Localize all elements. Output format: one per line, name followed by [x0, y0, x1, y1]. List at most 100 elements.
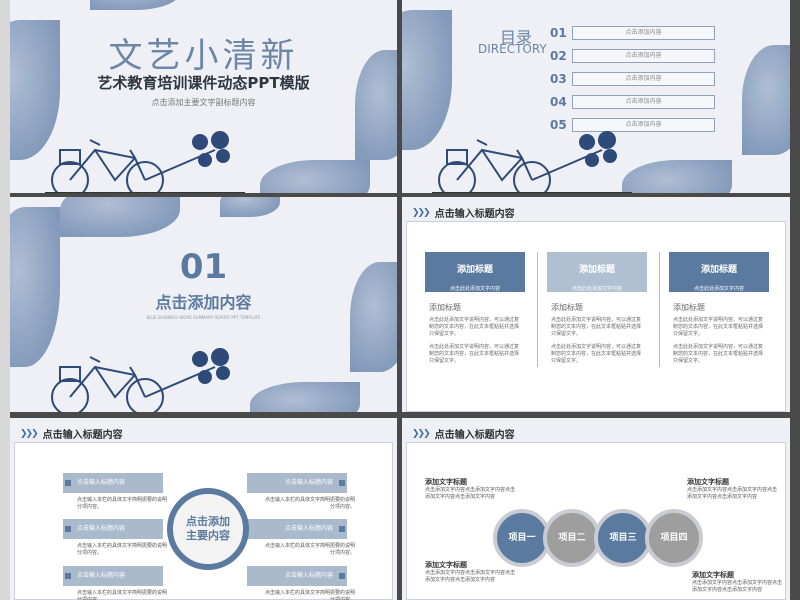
column-text: 点击此处添加文字说明内容，可以通过复制您的文本内容，在此文本框粘贴并选择只保留文… [429, 317, 520, 337]
toc-text: 点击添加内容 [572, 95, 715, 109]
toc-number: 02 [550, 49, 567, 63]
block-title: 添加文字标题 [425, 478, 467, 486]
leaf-decoration [220, 197, 280, 217]
card-subtitle: 点击此处添加文字内容 [693, 286, 744, 292]
leaf-decoration [742, 45, 790, 155]
block-title: 添加文字标题 [692, 571, 734, 579]
bar-label: 点击输入标题内容 [284, 479, 333, 486]
item-bar: 点击输入标题内容 [247, 519, 347, 539]
item-circle: 项目二 [543, 509, 601, 567]
bar-description: 点击输入本栏的具体文字简明扼要的说明分项内容。 [77, 497, 168, 510]
content-panel: 添加标题点击此处添加文字内容添加标题点击此处添加文字说明内容，可以通过复制您的文… [406, 221, 786, 412]
leaf-decoration [10, 207, 60, 367]
content-panel: 点击输入标题内容 点击输入本栏的具体文字简明扼要的说明分项内容。 点击输入标题内… [14, 442, 393, 600]
text-block: 添加文字标题点击添加文字内容点击添加文字内容点击添加文字内容点击添加文字内容 [425, 477, 515, 500]
toc-text: 点击添加内容 [572, 26, 715, 40]
slide-thumbnail-5[interactable]: ❯❯❯点击输入标题内容 点击输入标题内容 点击输入本栏的具体文字简明扼要的说明分… [10, 418, 397, 600]
slide-thumbnail-3[interactable]: 01 点击添加内容 BLUE BUSINESS WORK SUMMARY REP… [10, 197, 397, 412]
square-marker [339, 573, 345, 579]
item-bar: 点击输入标题内容 [63, 473, 163, 493]
slide-header: ❯❯❯点击输入标题内容 [412, 205, 515, 221]
block-title: 添加文字标题 [425, 561, 467, 569]
square-marker [65, 526, 71, 532]
leaf-decoration [622, 160, 732, 193]
square-marker [339, 480, 345, 486]
item-circle: 项目三 [594, 509, 652, 567]
leaf-decoration [60, 197, 180, 237]
bar-label: 点击输入标题内容 [77, 572, 126, 579]
card-title: 添加标题 [578, 265, 615, 275]
toc-item[interactable]: 03 点击添加内容 [550, 72, 715, 86]
leaf-decoration [355, 50, 397, 160]
column-text: 点击此处添加文字说明内容，可以通过复制您的文本内容，在此文本框粘贴并选择只保留文… [673, 317, 764, 337]
slide-header: ❯❯❯点击输入标题内容 [20, 426, 123, 442]
square-marker [339, 526, 345, 532]
bar-label: 点击输入标题内容 [77, 525, 126, 532]
column-title: 添加标题 [673, 303, 705, 312]
bar-description: 点击输入本栏的具体文字简明扼要的说明分项内容。 [265, 543, 356, 556]
card-subtitle: 点击此处添加文字内容 [571, 286, 622, 292]
bicycle-illustration [51, 348, 230, 412]
block-text: 点击添加文字内容点击添加文字内容点击添加文字内容点击添加文字内容 [692, 580, 783, 593]
header-text: 点击输入标题内容 [434, 430, 515, 441]
text-block: 添加文字标题点击添加文字内容点击添加文字内容点击添加文字内容点击添加文字内容 [692, 570, 782, 593]
square-marker [65, 480, 71, 486]
item-bar: 点击输入标题内容 [247, 473, 347, 493]
leaf-decoration [250, 382, 360, 412]
header-text: 点击输入标题内容 [434, 209, 515, 220]
bar-description: 点击输入本栏的具体文字简明扼要的说明分项内容。 [77, 543, 168, 556]
bar-description: 点击输入本栏的具体文字简明扼要的说明分项内容。 [265, 497, 356, 510]
toc-number: 05 [550, 118, 567, 132]
slide-thumbnail-1[interactable]: 文艺小清新 艺术教育培训课件动态PPT模版 点击添加主要文字副标题内容 [10, 0, 397, 193]
column: 添加标题点击此处添加文字内容添加标题点击此处添加文字说明内容，可以通过复制您的文… [669, 252, 769, 371]
center-text: 点击添加主要内容 [186, 515, 230, 542]
block-text: 点击添加文字内容点击添加文字内容点击添加文字内容点击添加文字内容 [425, 570, 516, 583]
toc-number: 03 [550, 72, 567, 86]
column: 添加标题点击此处添加文字内容添加标题点击此处添加文字说明内容，可以通过复制您的文… [425, 252, 525, 371]
leaf-decoration [350, 262, 397, 372]
toc-item[interactable]: 05 点击添加内容 [550, 118, 715, 132]
chevrons-icon: ❯❯❯ [20, 428, 39, 439]
leaf-decoration [402, 10, 452, 150]
section-number: 01 [179, 247, 228, 287]
item-circle: 项目一 [493, 509, 551, 567]
leaf-decoration [90, 0, 180, 10]
slide-header: ❯❯❯点击输入标题内容 [412, 426, 515, 442]
item-bar: 点击输入标题内容 [247, 566, 347, 586]
toc-text: 点击添加内容 [572, 118, 715, 132]
column-text: 点击此处添加文字说明内容，可以通过复制您的文本内容，在此文本框粘贴并选择只保留文… [551, 317, 642, 337]
block-text: 点击添加文字内容点击添加文字内容点击添加文字内容点击添加文字内容 [425, 487, 516, 500]
column-title: 添加标题 [551, 303, 583, 312]
content-panel: 添加文字标题点击添加文字内容点击添加文字内容点击添加文字内容点击添加文字内容 添… [406, 442, 786, 600]
section-title: 点击添加内容 [155, 293, 252, 312]
toc-text: 点击添加内容 [572, 72, 715, 86]
card-subtitle: 点击此处添加文字内容 [449, 286, 500, 292]
item-bar: 点击输入标题内容 [63, 566, 163, 586]
directory-title-en: DIRECTORY [478, 42, 547, 56]
block-title: 添加文字标题 [687, 478, 729, 486]
chevrons-icon: ❯❯❯ [412, 207, 431, 218]
chevrons-icon: ❯❯❯ [412, 428, 431, 439]
text-block: 添加文字标题点击添加文字内容点击添加文字内容点击添加文字内容点击添加文字内容 [687, 477, 777, 500]
item-bar: 点击输入标题内容 [63, 519, 163, 539]
bicycle-illustration [45, 131, 245, 193]
bar-description: 点击输入本栏的具体文字简明扼要的说明分项内容。 [77, 590, 168, 600]
column-card: 添加标题点击此处添加文字内容 [425, 252, 525, 292]
column-text: 点击此处添加文字说明内容，可以通过复制您的文本内容，在此文本框粘贴并选择只保留文… [429, 344, 520, 364]
bicycle-illustration [432, 131, 632, 193]
bar-label: 点击输入标题内容 [77, 479, 126, 486]
slide-title: 文艺小清新 [108, 36, 299, 76]
slide-thumbnail-6[interactable]: ❯❯❯点击输入标题内容 添加文字标题点击添加文字内容点击添加文字内容点击添加文字… [402, 418, 790, 600]
column-card: 添加标题点击此处添加文字内容 [669, 252, 769, 292]
text-block: 添加文字标题点击添加文字内容点击添加文字内容点击添加文字内容点击添加文字内容 [425, 560, 515, 583]
toc-item[interactable]: 04 点击添加内容 [550, 95, 715, 109]
toc-number: 04 [550, 95, 567, 109]
slide-thumbnail-4[interactable]: ❯❯❯点击输入标题内容 添加标题点击此处添加文字内容添加标题点击此处添加文字说明… [402, 197, 790, 412]
column-card: 添加标题点击此处添加文字内容 [547, 252, 647, 292]
block-text: 点击添加文字内容点击添加文字内容点击添加文字内容点击添加文字内容 [687, 487, 778, 500]
square-marker [65, 573, 71, 579]
divider [537, 252, 538, 367]
